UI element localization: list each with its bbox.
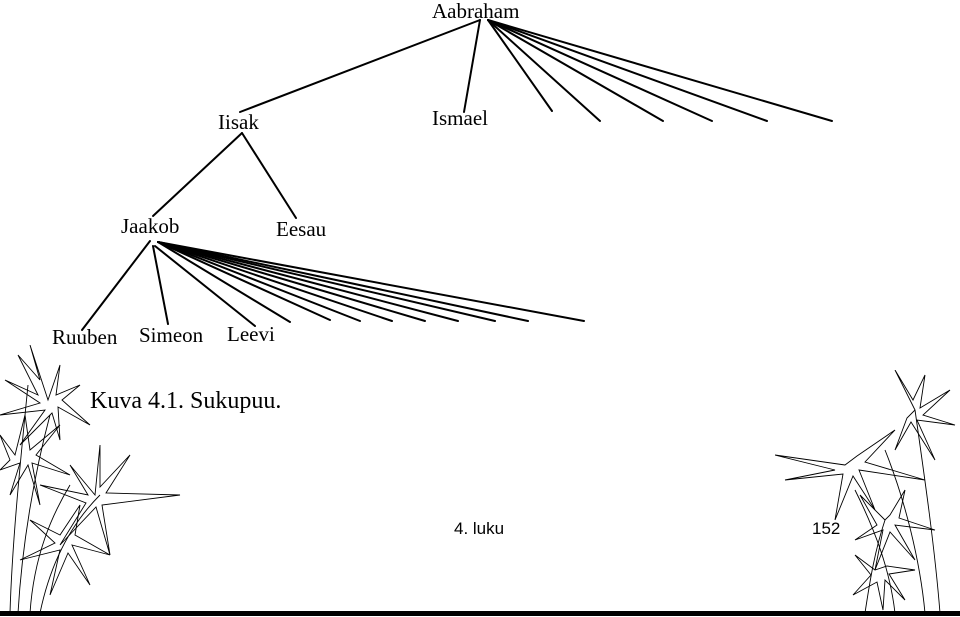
edge-aabraham-son-6 — [487, 19, 833, 122]
footer-page-number: 152 — [812, 519, 841, 538]
edge-jaakob-son-9 — [157, 241, 459, 322]
edge-aabraham-iisak — [239, 19, 481, 113]
footer-chapter: 4. luku — [454, 519, 505, 538]
node-leevi: Leevi — [227, 322, 275, 346]
edge-jaakob-son-12 — [157, 241, 585, 322]
node-eesau: Eesau — [276, 217, 327, 241]
edge-aabraham-son-5 — [487, 19, 768, 122]
plant-illustration-left — [0, 345, 181, 614]
figure-caption: Kuva 4.1. Sukupuu. — [90, 388, 282, 414]
edge-iisak-eesau — [241, 132, 297, 219]
edge-jaakob-simeon — [152, 245, 169, 325]
edge-jaakob-son-10 — [157, 241, 496, 322]
edge-jaakob-son-5 — [157, 241, 331, 321]
node-ismael: Ismael — [432, 106, 488, 130]
edge-jaakob-son-4 — [157, 241, 291, 323]
node-ruuben: Ruuben — [52, 325, 118, 349]
edge-jaakob-son-6 — [157, 241, 361, 322]
edge-aabraham-son-1 — [487, 19, 553, 112]
edge-jaakob-leevi — [154, 245, 256, 327]
edge-jaakob-son-8 — [157, 241, 426, 322]
node-simeon: Simeon — [139, 323, 204, 347]
plant-illustration-right — [775, 370, 956, 614]
node-iisak: Iisak — [218, 110, 259, 134]
edge-jaakob-son-11 — [157, 241, 529, 322]
edge-aabraham-ismael — [463, 19, 481, 113]
edge-iisak-jaakob — [152, 132, 243, 217]
edge-aabraham-son-4 — [487, 19, 713, 122]
node-aabraham: Aabraham — [432, 0, 520, 23]
bottom-rule — [0, 611, 960, 616]
edge-aabraham-son-3 — [487, 19, 664, 122]
node-jaakob: Jaakob — [121, 214, 180, 238]
edge-jaakob-son-7 — [157, 241, 393, 322]
edge-aabraham-son-2 — [487, 19, 601, 122]
edge-jaakob-ruuben — [81, 240, 151, 331]
